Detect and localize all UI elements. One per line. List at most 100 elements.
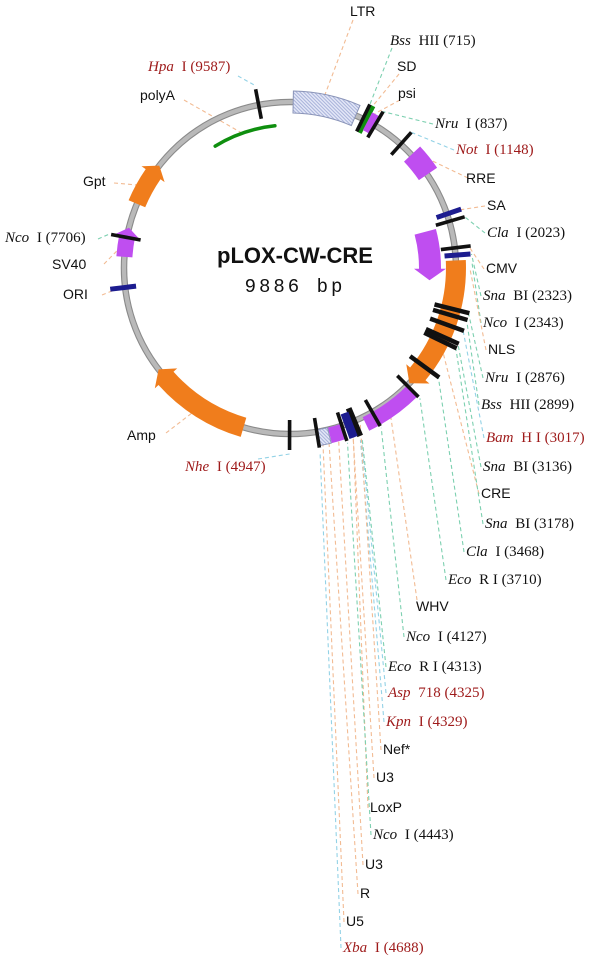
bar-sna-bi-2323 xyxy=(444,251,471,259)
label-bss-hii-2899: Bss HII (2899) xyxy=(481,397,574,413)
label-cre: CRE xyxy=(481,485,511,501)
feature-u3-r-box xyxy=(328,424,345,444)
feature-cmv-promoter-arrow xyxy=(414,229,446,281)
leader-cre xyxy=(438,336,480,495)
leader-loxp xyxy=(352,436,369,809)
label-nco-4127: Nco I (4127) xyxy=(405,629,487,645)
bar-loxp-a xyxy=(343,411,358,438)
label-sna-bi-3178: Sna BI (3178) xyxy=(485,516,574,532)
leader-rre xyxy=(427,158,469,179)
leader-nco-2343 xyxy=(471,261,482,324)
tick-bss-hii-715 xyxy=(355,103,372,133)
tick-nco-7706 xyxy=(110,232,141,242)
tick-not-1148 xyxy=(389,131,413,156)
label-sv40: SV40 xyxy=(52,256,86,272)
leader-r xyxy=(328,437,359,895)
leader-kpn-4329 xyxy=(359,440,385,723)
leader-not-1148 xyxy=(411,131,455,151)
label-psi: psi xyxy=(398,85,416,101)
leader-nco-4443 xyxy=(346,442,372,836)
label-nru-2876: Nru I (2876) xyxy=(484,370,565,386)
label-bss-hii-715: Bss HII (715) xyxy=(390,33,476,49)
tick-xba-4688 xyxy=(312,417,322,448)
label-rre: RRE xyxy=(466,170,496,186)
label-loxp: LoxP xyxy=(370,799,402,815)
tick-bss-hii-2899 xyxy=(432,307,469,323)
leader-nef xyxy=(359,424,382,751)
label-sa: SA xyxy=(487,197,506,213)
tick-nru-837 xyxy=(366,110,385,139)
leader-nhe-4947 xyxy=(257,453,290,460)
label-u3-a: U3 xyxy=(376,769,394,785)
tick-cmv-anchor xyxy=(440,244,471,252)
label-ltr: LTR xyxy=(350,3,375,19)
leader-gpt xyxy=(113,182,146,187)
label-eco-ri-3710: Eco R I (3710) xyxy=(447,572,542,588)
label-nco-4443: Nco I (4443) xyxy=(372,827,454,843)
label-polya: polyA xyxy=(140,87,176,103)
feature-sv40-arrow xyxy=(114,227,140,258)
leader-sd xyxy=(373,73,400,106)
label-whv: WHV xyxy=(416,598,449,614)
label-cla-2023: Cla I (2023) xyxy=(487,225,565,241)
feature-rre-box xyxy=(404,146,438,181)
tick-bam-hi-3017 xyxy=(429,316,465,333)
label-hpa-9587: Hpa I (9587) xyxy=(147,59,230,75)
leader-u3-b xyxy=(337,435,364,866)
leader-eco-ri-4313 xyxy=(361,437,387,668)
tick-sna-bi-3178 xyxy=(423,330,458,351)
tick-sna-bi-3136 xyxy=(424,327,460,346)
feature-amp-arrow xyxy=(154,368,247,437)
leader-lines-layer xyxy=(97,19,487,949)
label-not-1148: Not I (1148) xyxy=(455,142,534,158)
leader-hpa-9587 xyxy=(237,75,256,86)
label-eco-ri-4313: Eco R I (4313) xyxy=(387,659,482,675)
leader-u5 xyxy=(322,438,345,923)
leader-psi xyxy=(374,99,401,115)
leader-sa xyxy=(458,205,486,211)
tick-nru-2876 xyxy=(433,302,470,316)
feature-psi-box xyxy=(362,112,380,134)
leader-nco-7706 xyxy=(97,233,110,240)
tick-hpa-9587 xyxy=(253,88,264,120)
label-r: R xyxy=(360,885,370,901)
label-cmv: CMV xyxy=(486,260,518,276)
leader-ltr xyxy=(321,19,354,104)
label-gpt: Gpt xyxy=(83,173,106,189)
label-sna-bi-2323: Sna BI (2323) xyxy=(483,288,572,304)
label-sd: SD xyxy=(397,58,416,74)
feature-nls-cre-orf-arrow xyxy=(406,260,466,384)
leader-cla-3468 xyxy=(437,376,465,553)
leader-whv xyxy=(389,412,419,608)
label-amp: Amp xyxy=(127,427,156,443)
leader-xba-4688 xyxy=(319,451,342,949)
label-bam-hi-3017: Bam H I (3017) xyxy=(486,430,585,446)
tick-eco-ri-3710 xyxy=(396,374,420,399)
feature-gpt-arrow xyxy=(128,165,165,208)
leader-bam-hi-3017 xyxy=(462,330,485,439)
label-u3-b: U3 xyxy=(365,856,383,872)
label-sna-bi-3136: Sna BI (3136) xyxy=(483,459,572,475)
tick-nco-4443 xyxy=(335,411,349,442)
label-nef: Nef* xyxy=(383,741,411,757)
bar-ori xyxy=(109,283,137,292)
leader-bss-hii-715 xyxy=(369,47,393,105)
leader-u3-a xyxy=(351,423,375,779)
plasmid-size: 9886 bp xyxy=(245,276,346,298)
label-kpn-4329: Kpn I (4329) xyxy=(385,714,468,730)
feature-polya-arc xyxy=(213,124,277,148)
leader-sna-bi-3178 xyxy=(455,347,484,525)
label-nhe-4947: Nhe I (4947) xyxy=(184,459,266,475)
plasmid-title: pLOX-CW-CRE xyxy=(217,243,373,268)
feature-ltr-5prime-box xyxy=(292,90,361,127)
leader-cmv xyxy=(468,245,485,270)
label-asp-718-4325: Asp 718 (4325) xyxy=(387,685,485,701)
leader-nru-837 xyxy=(382,111,434,125)
leader-cla-2023 xyxy=(464,216,486,234)
leader-bss-hii-2899 xyxy=(466,319,480,406)
label-nco-2343: Nco I (2343) xyxy=(482,315,564,331)
tick-nco-4127 xyxy=(363,399,382,427)
leader-asp-718-4325 xyxy=(360,439,387,694)
